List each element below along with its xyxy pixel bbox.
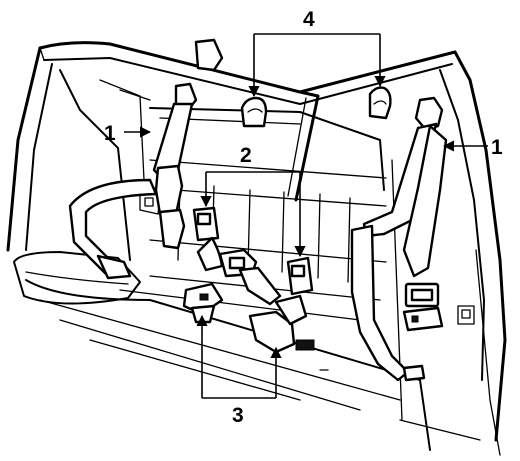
callout-3: 3 [232, 404, 244, 427]
callout-1-right: 1 [491, 136, 503, 159]
callout-4: 4 [303, 8, 315, 31]
right-shoulder-belt [350, 96, 448, 382]
leader-lines [124, 33, 488, 399]
callout-2: 2 [240, 144, 252, 167]
lap-belt-anchors [182, 282, 329, 371]
upper-anchor-covers [194, 38, 392, 128]
left-shoulder-belt [68, 82, 198, 280]
callout-1-left: 1 [104, 122, 116, 145]
center-buckles [192, 206, 314, 306]
